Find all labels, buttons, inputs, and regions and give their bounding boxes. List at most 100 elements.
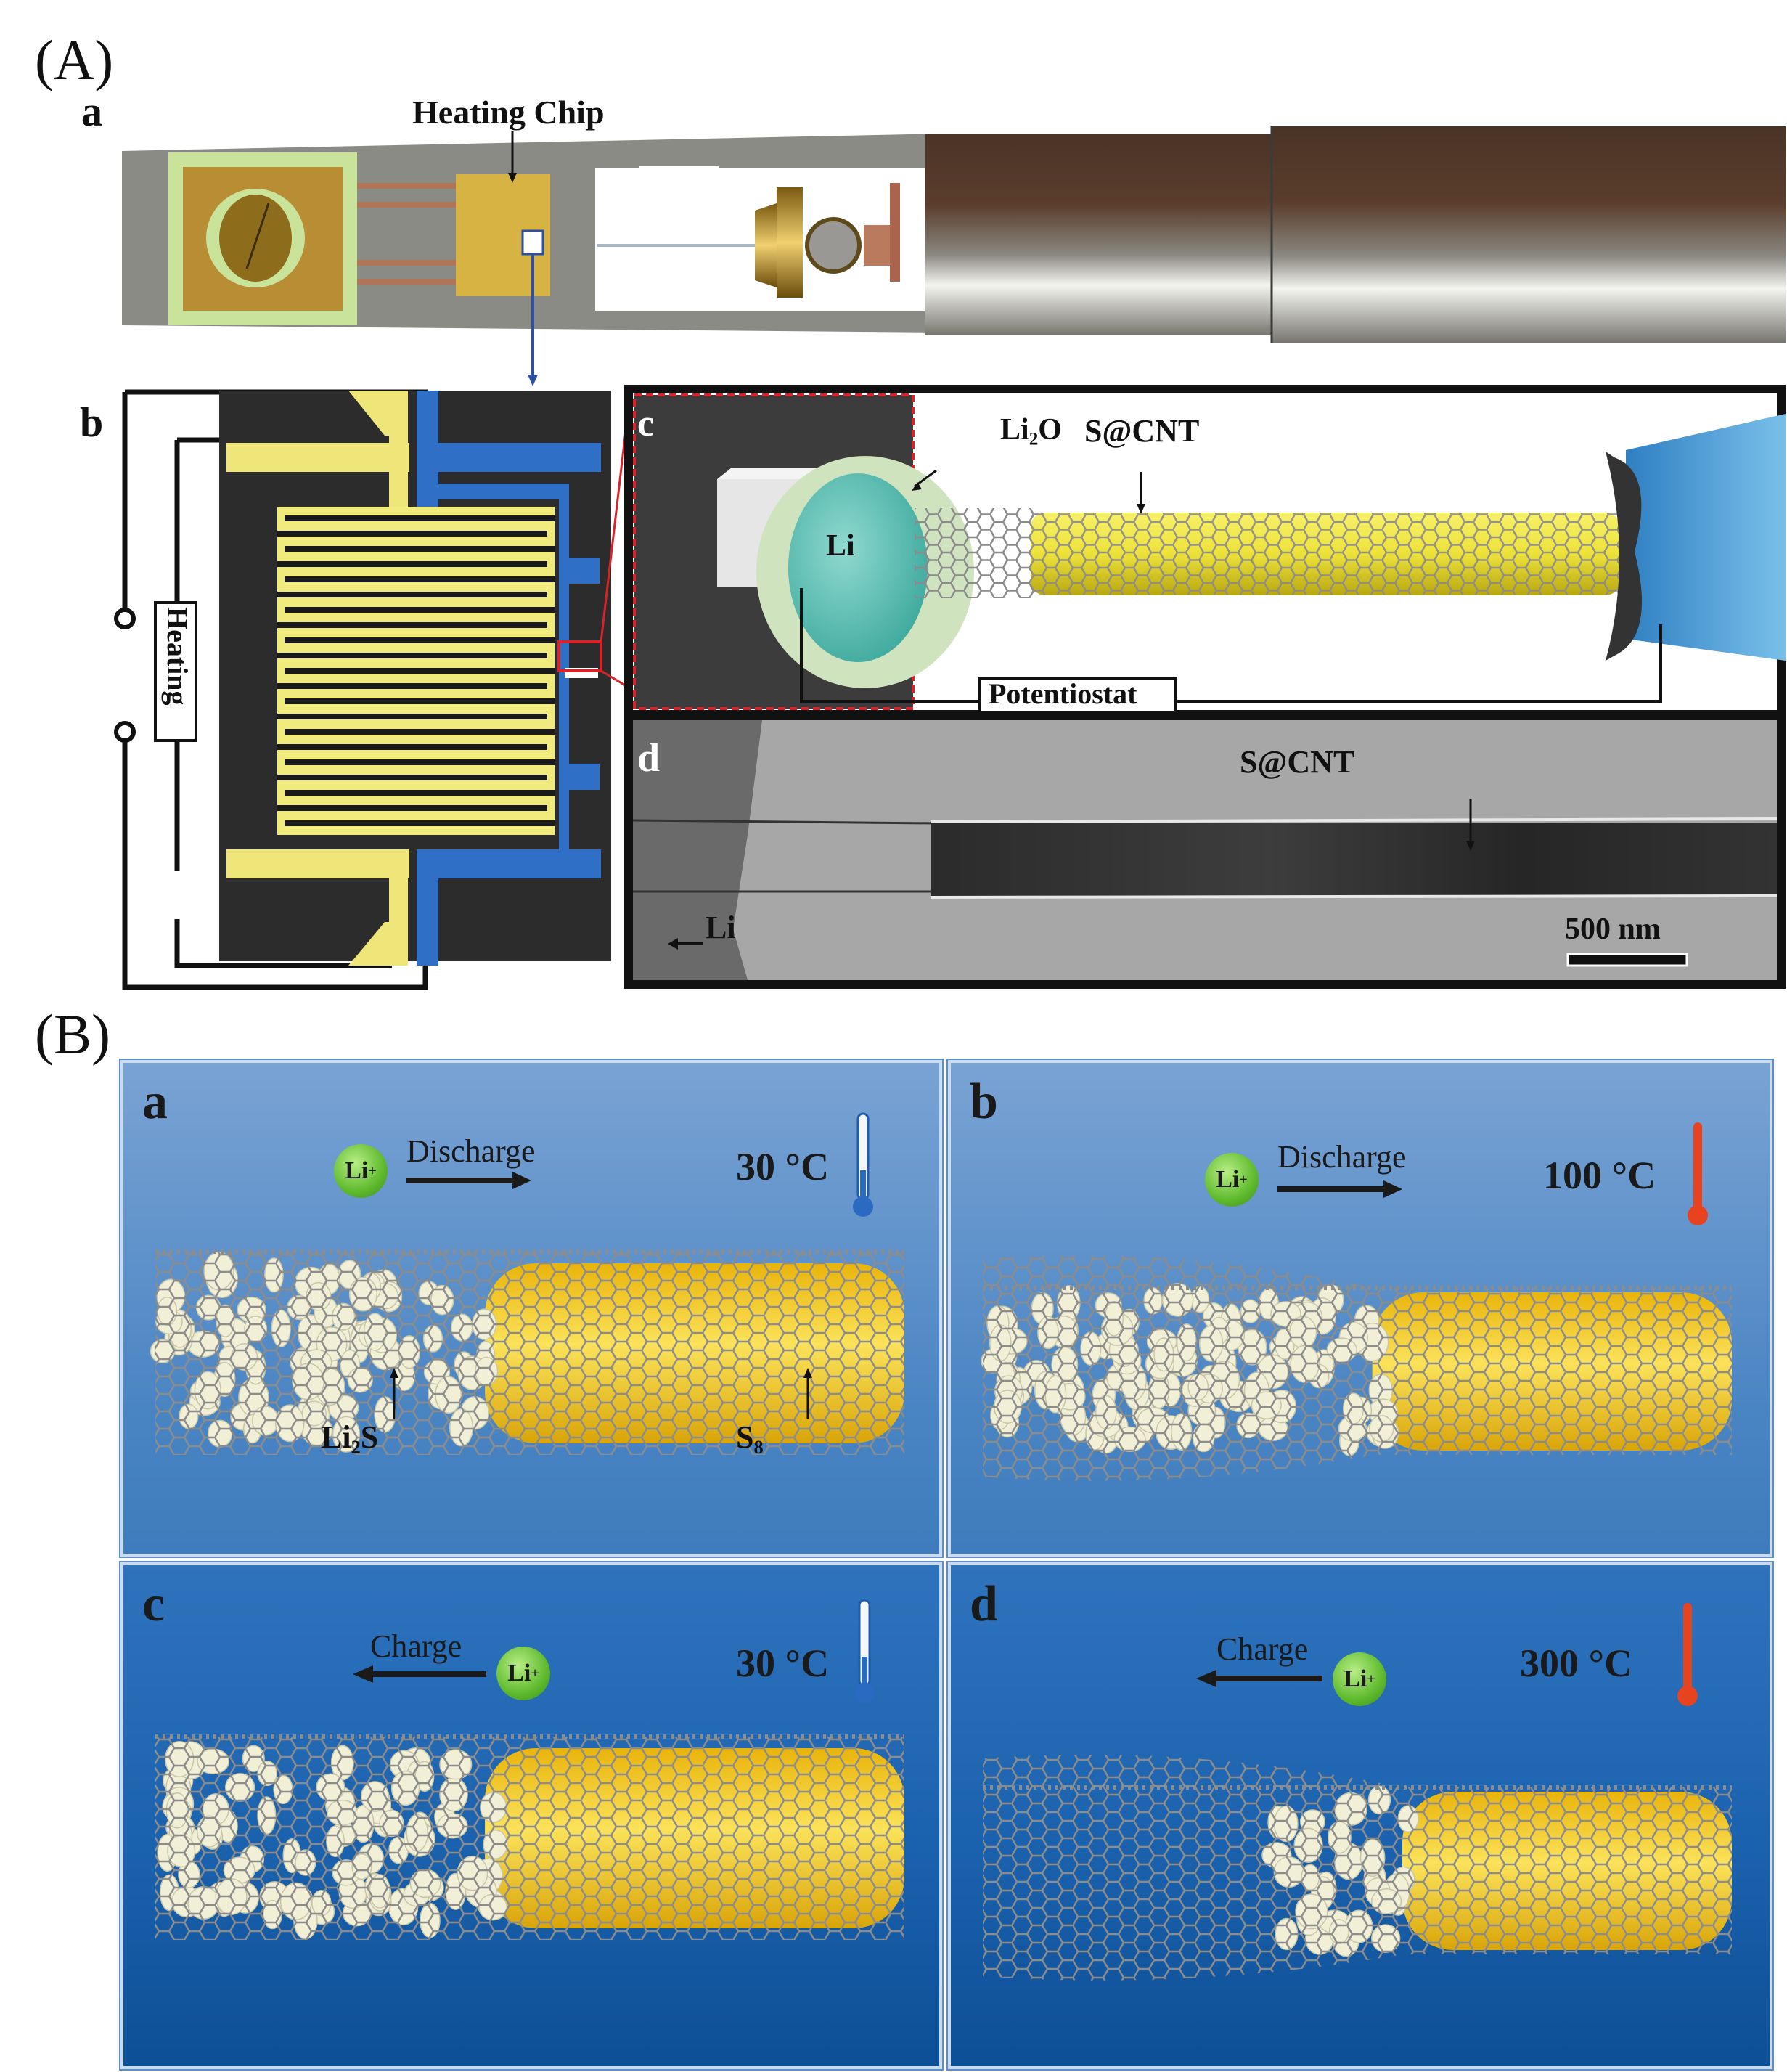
temperature-label: 30 °C bbox=[736, 1641, 830, 1685]
heater-gap bbox=[277, 714, 547, 719]
carbon-nanotube-wall bbox=[983, 1255, 1732, 1481]
tungsten-tip bbox=[1626, 414, 1786, 661]
heater-gap bbox=[277, 805, 547, 811]
heating-chip-label: Heating Chip bbox=[412, 94, 605, 131]
holder-rod bbox=[925, 134, 1273, 335]
arrow-left-icon bbox=[1214, 1676, 1322, 1681]
li-ion-icon: Li+ bbox=[1333, 1652, 1386, 1706]
cnt-tube-diagram bbox=[981, 1255, 1732, 1481]
arrow-right-icon bbox=[406, 1178, 515, 1183]
heater-gap bbox=[285, 637, 555, 643]
li2s-pointer bbox=[390, 1368, 398, 1419]
tem-holder-illustration bbox=[122, 126, 1786, 386]
li2o-label: Li2O bbox=[1000, 413, 1062, 449]
panel-b-b-letter: b bbox=[970, 1074, 998, 1130]
scale-bar bbox=[1566, 953, 1688, 967]
nanobattery-schematic bbox=[624, 385, 1786, 725]
scale-bar-label: 500 nm bbox=[1565, 913, 1661, 946]
panel-b-d: d Charge Li+ 300 °C bbox=[948, 1562, 1772, 2069]
li-label-d: Li bbox=[706, 910, 736, 945]
process-label: Charge bbox=[1216, 1631, 1309, 1667]
heater-gap bbox=[285, 515, 555, 521]
carbon-nanotube-wall bbox=[155, 1252, 904, 1455]
zoom-region-marker bbox=[557, 640, 602, 672]
chip-window-marker bbox=[521, 229, 544, 256]
heater-gap bbox=[285, 729, 555, 735]
arrow-head bbox=[1196, 1670, 1216, 1687]
observation-window bbox=[565, 348, 598, 359]
tem-micrograph bbox=[624, 711, 1786, 989]
panel-b-c-letter: c bbox=[142, 1576, 165, 1632]
carbon-nanotube-wall bbox=[983, 1755, 1732, 1981]
heater-serpentine bbox=[277, 507, 555, 835]
heater-gap bbox=[277, 744, 547, 750]
sacnt-label-c: S@CNT bbox=[1084, 413, 1200, 449]
arrow-head bbox=[353, 1665, 373, 1683]
heater-gap bbox=[285, 668, 555, 674]
heater-gap bbox=[277, 683, 547, 689]
temperature-label: 30 °C bbox=[736, 1145, 830, 1188]
s8-label: S8 bbox=[736, 1419, 764, 1458]
li-ion-icon: Li+ bbox=[334, 1144, 388, 1198]
heater-gap bbox=[277, 775, 547, 780]
section-a-label: (A) bbox=[35, 28, 114, 91]
heater-gap bbox=[277, 622, 547, 628]
panel-a-b-letter: b bbox=[80, 399, 104, 446]
heating-chip-micrograph bbox=[114, 348, 631, 990]
panel-b-a: a Li+ Discharge 30 °C Li2S S8 bbox=[120, 1060, 942, 1557]
temperature-label: 100 °C bbox=[1543, 1154, 1656, 1197]
temperature-label: 300 °C bbox=[1520, 1641, 1633, 1685]
panel-b-d-letter: d bbox=[970, 1576, 998, 1632]
sacnt-body bbox=[931, 823, 1777, 896]
panel-b-a-letter: a bbox=[142, 1074, 168, 1130]
heater-gap bbox=[277, 592, 547, 597]
li-sphere bbox=[788, 473, 928, 662]
process-label: Charge bbox=[370, 1628, 462, 1664]
heater-gap bbox=[285, 790, 555, 796]
li-ion-icon: Li+ bbox=[496, 1647, 550, 1700]
heater-gap bbox=[277, 653, 547, 658]
thermometer-hot-icon bbox=[1677, 1603, 1698, 1706]
cnt-tube-diagram bbox=[155, 1734, 904, 1940]
heater-gap bbox=[285, 820, 555, 826]
panel-a-d-letter: d bbox=[637, 735, 661, 780]
panel-a-c-letter: c bbox=[637, 403, 655, 444]
heater-gap bbox=[285, 759, 555, 765]
arrow-left-icon bbox=[370, 1671, 486, 1677]
li2s-label: Li2S bbox=[321, 1419, 379, 1458]
cnt-empty bbox=[915, 508, 1038, 598]
panel-a-a-letter: a bbox=[81, 88, 102, 135]
heater-gap bbox=[285, 576, 555, 582]
cnt-tube-diagram bbox=[983, 1755, 1732, 1981]
heater-gap bbox=[285, 607, 555, 613]
s8-pointer bbox=[803, 1368, 812, 1419]
thermometer-cold-icon bbox=[854, 1599, 875, 1703]
terminal-bottom bbox=[114, 721, 136, 743]
arrow-head bbox=[512, 1172, 531, 1189]
li-ion-icon: Li+ bbox=[1205, 1153, 1259, 1207]
arrow-right-icon bbox=[1277, 1186, 1386, 1192]
li-region bbox=[633, 720, 762, 980]
heating-label: Heating bbox=[161, 607, 194, 706]
li-label-c: Li bbox=[826, 529, 855, 563]
process-label: Discharge bbox=[1277, 1139, 1407, 1175]
panel-b-b: b Li+ Discharge 100 °C bbox=[948, 1060, 1772, 1557]
terminal-top bbox=[114, 608, 136, 629]
thermometer-cold-icon bbox=[853, 1112, 873, 1217]
thermometer-hot-icon bbox=[1688, 1122, 1708, 1225]
process-label: Discharge bbox=[406, 1133, 536, 1169]
heater-gap bbox=[277, 561, 547, 567]
panel-b-c: c Charge Li+ 30 °C bbox=[120, 1562, 942, 2069]
brass-probe bbox=[755, 203, 777, 287]
arrow-head bbox=[1383, 1180, 1402, 1198]
sacnt-label-d: S@CNT bbox=[1240, 744, 1355, 780]
heater-gap bbox=[285, 546, 555, 552]
holder-rod-wide bbox=[1272, 126, 1786, 343]
heater-gap bbox=[277, 531, 547, 537]
section-b-label: (B) bbox=[35, 1003, 110, 1066]
carbon-nanotube-wall bbox=[155, 1737, 904, 1940]
heater-gap bbox=[285, 698, 555, 704]
copper-wires bbox=[357, 183, 472, 285]
cnt-tube-diagram bbox=[150, 1249, 904, 1455]
potentiostat-label: Potentiostat bbox=[989, 677, 1137, 710]
